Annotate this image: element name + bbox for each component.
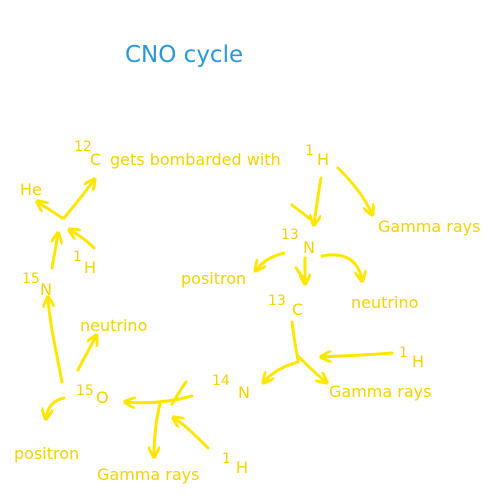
arrow-gamma1 (336, 166, 372, 214)
arrow-n15-up (50, 234, 58, 270)
arrow-gamma3 (154, 402, 162, 456)
helium-label: He (20, 180, 42, 199)
bombard-text: gets bombarded with (110, 150, 281, 169)
gamma-rays-1: Gamma rays (378, 217, 481, 236)
c12-symbol: C (90, 150, 102, 169)
positron-2: positron (14, 444, 80, 463)
arrow-split-left (290, 203, 316, 224)
o15-symbol: O (96, 388, 109, 407)
h1-mid-mass: 1 (399, 345, 408, 361)
diagram-title: CNO cycle (125, 42, 244, 68)
c13-mass: 13 (268, 293, 286, 309)
h1-bot-symbol: H (236, 458, 249, 477)
n15-symbol: N (40, 280, 52, 299)
arrow-h1-bot (174, 418, 210, 450)
positron-1: positron (181, 269, 247, 288)
h1-top-symbol: H (317, 150, 330, 169)
arrow-to-n14 (264, 360, 300, 382)
arrow-to-c12 (62, 180, 94, 220)
o15-mass: 15 (76, 383, 94, 399)
n13-mass: 13 (281, 227, 299, 243)
n14-mass: 14 (212, 373, 230, 389)
h1-bot-mass: 1 (222, 451, 231, 467)
arrow-o15-to-n15 (48, 298, 64, 384)
arrow-n14-split (170, 380, 188, 406)
neutrino-2: neutrino (80, 316, 148, 335)
h1-left-mass: 1 (73, 249, 82, 265)
arrow-n13-split (294, 266, 308, 284)
n13-symbol: N (303, 238, 315, 257)
arrow-positron1 (256, 251, 286, 270)
gamma-rays-2: Gamma rays (329, 382, 432, 401)
c12-mass: 12 (74, 139, 92, 155)
arrow-h1-to-n13 (314, 176, 323, 224)
arrow-neutrino2 (76, 336, 96, 372)
arrow-gamma2 (296, 354, 326, 382)
h1-left-symbol: H (84, 258, 97, 277)
arrow-h1-mid (322, 353, 394, 357)
neutrino-1: neutrino (351, 293, 419, 312)
h1-top-mass: 1 (305, 143, 314, 159)
gamma-rays-3: Gamma rays (97, 465, 200, 484)
arrow-to-he (38, 202, 64, 220)
arrow-neutrino1 (320, 253, 362, 280)
arrow-h1-left (70, 230, 96, 250)
n14-symbol: N (238, 383, 250, 402)
arrow-positron2 (46, 396, 66, 418)
c13-symbol: C (292, 300, 304, 319)
arrow-c13-down (290, 320, 300, 362)
arrow-n14-to-o15 (126, 394, 194, 403)
n15-mass: 15 (22, 271, 40, 287)
h1-mid-symbol: H (412, 352, 425, 371)
